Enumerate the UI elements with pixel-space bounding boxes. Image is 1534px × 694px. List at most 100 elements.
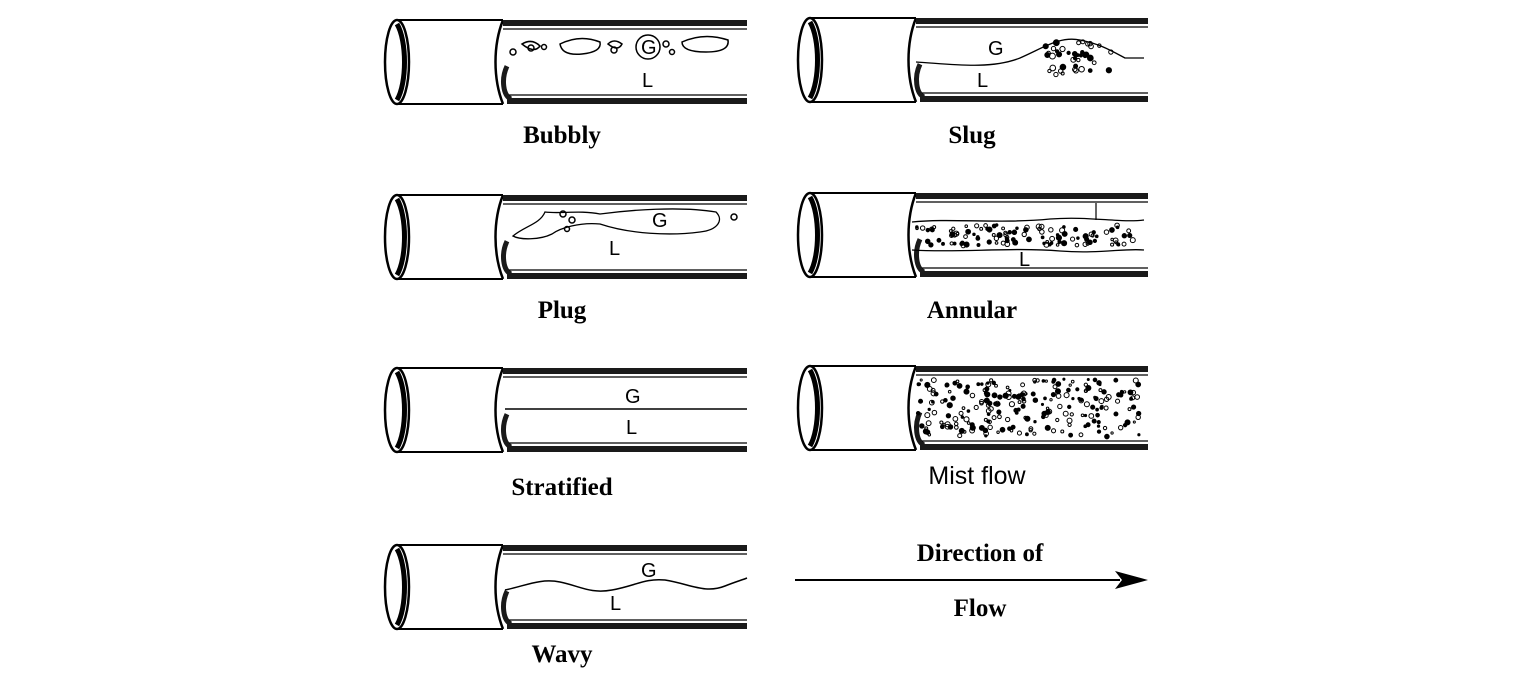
entrained-droplet	[1070, 236, 1076, 242]
dispersed-bubble	[1087, 68, 1093, 73]
cutaway-edge	[907, 365, 918, 451]
entrained-droplet	[1055, 243, 1060, 247]
dispersed-bubble	[1108, 49, 1114, 55]
mist-droplet	[1024, 432, 1029, 437]
mist-droplet	[1033, 420, 1037, 424]
entrained-droplet	[1062, 225, 1066, 229]
pipe-outline	[397, 194, 503, 280]
entrained-droplet	[929, 226, 935, 232]
small-bubble	[668, 48, 676, 56]
gas-label: G	[988, 38, 1004, 60]
dispersed-bubble	[1091, 60, 1097, 66]
mist-droplet	[1113, 411, 1119, 417]
mist-droplet	[945, 413, 952, 419]
mist-droplet	[1057, 403, 1063, 410]
entrained-droplet	[1082, 233, 1089, 240]
wavy-interface	[504, 577, 748, 592]
pipe-outline	[397, 544, 503, 630]
dispersed-bubble	[1053, 40, 1058, 45]
small-bubble	[568, 216, 576, 224]
entrained-droplet	[1003, 232, 1009, 238]
gas-label: G	[652, 210, 668, 232]
mist-droplet	[1028, 426, 1034, 432]
caption-wavy: Wavy	[531, 641, 593, 668]
mist-droplet	[930, 387, 936, 393]
mist-droplet	[1016, 430, 1022, 436]
pipe-bottom-wall	[920, 271, 1148, 277]
dispersed-bubble	[1078, 53, 1084, 58]
pipe-bottom-wall	[920, 96, 1148, 102]
mist-droplet	[1127, 407, 1132, 412]
dispersed-bubble	[1050, 45, 1057, 52]
liquid-label: L	[642, 70, 653, 92]
arrow-head	[1115, 571, 1148, 589]
mist-droplet	[1051, 428, 1057, 434]
pipe-wavy: GL	[383, 543, 748, 631]
mist-droplet	[1075, 387, 1080, 392]
mist-droplet	[1060, 429, 1065, 434]
mist-droplet	[1117, 424, 1124, 431]
entrained-droplet	[1001, 226, 1006, 231]
pipe-mouth-rim	[394, 197, 407, 277]
dispersed-bubble	[1105, 67, 1113, 74]
mist-droplet	[1016, 407, 1021, 412]
entrained-droplet	[987, 226, 992, 232]
dispersed-bubble	[1078, 65, 1085, 73]
pipe-mist	[796, 364, 1148, 452]
entrained-droplet	[1121, 233, 1128, 239]
dispersed-bubble	[1080, 39, 1086, 45]
mist-droplet	[1055, 417, 1060, 423]
pipe-top-wall	[503, 20, 747, 26]
entrained-droplet	[974, 223, 980, 229]
liquid-label: L	[1019, 249, 1030, 271]
mist-droplet	[930, 377, 937, 384]
mist-droplet	[976, 382, 981, 387]
mist-droplet	[947, 389, 952, 394]
cutaway-edge	[907, 17, 918, 103]
caption-stratified: Stratified	[511, 474, 613, 501]
mist-droplet	[1050, 391, 1057, 398]
entrained-droplet	[1116, 242, 1121, 247]
cutaway-wall	[501, 413, 513, 450]
mist-droplet	[944, 382, 950, 388]
mist-droplet	[980, 382, 984, 386]
mist-droplet	[1096, 420, 1101, 425]
dispersed-bubble	[1059, 63, 1067, 71]
mist-droplet	[1067, 404, 1072, 410]
dispersed-bubble	[1046, 50, 1051, 56]
entrained-droplet	[1038, 223, 1045, 230]
pipe-bottom-wall	[507, 273, 747, 279]
dispersed-bubble	[1071, 51, 1078, 57]
entrained-droplet	[1055, 234, 1063, 241]
mist-droplet	[1044, 424, 1051, 431]
mist-droplet	[955, 379, 960, 384]
mist-droplet	[931, 400, 935, 404]
mist-droplet	[1005, 385, 1010, 390]
entrained-droplet	[1004, 238, 1010, 244]
mist-droplet	[1005, 416, 1011, 423]
cutaway-edge	[907, 192, 918, 278]
mist-droplet	[1068, 432, 1074, 438]
cutaway-wall	[501, 590, 513, 627]
mist-droplet	[925, 420, 932, 427]
mist-droplet	[944, 421, 951, 428]
mist-droplet	[1008, 388, 1012, 392]
entrained-droplet	[1074, 242, 1080, 248]
entrained-droplet	[1073, 226, 1079, 232]
pipe-mouth-rim	[394, 22, 407, 102]
entrained-droplet	[994, 241, 999, 245]
entrained-droplet	[949, 231, 956, 238]
entrained-droplet	[1076, 236, 1080, 240]
pipe-slug: GL	[796, 16, 1148, 104]
direction-label-line2: Flow	[953, 595, 1007, 622]
mist-droplet	[999, 426, 1006, 433]
mist-droplet	[1103, 396, 1110, 402]
pipe-mouth-rim	[807, 20, 820, 100]
mist-droplet	[966, 409, 971, 413]
small-bubble	[730, 213, 738, 221]
entrained-droplet	[996, 232, 1003, 239]
mist-droplet	[939, 424, 945, 430]
mist-droplet	[997, 394, 1003, 400]
